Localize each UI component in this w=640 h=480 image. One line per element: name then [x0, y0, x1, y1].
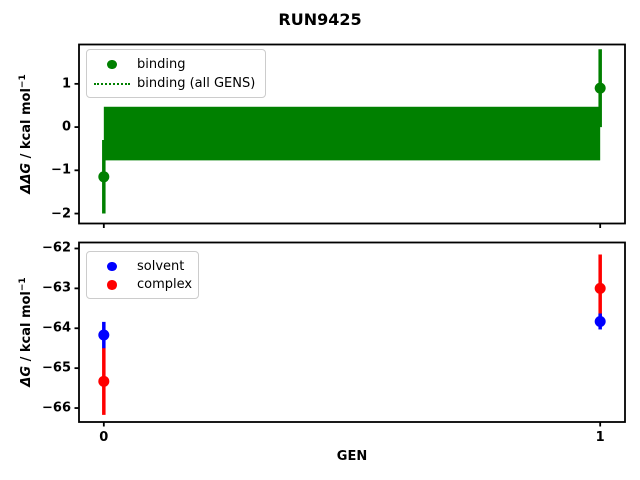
ytick-label: −2	[51, 206, 71, 222]
legend-item-complex: complex	[93, 276, 193, 295]
ylabel-top: ΔΔG / kcal mol−1	[18, 74, 34, 193]
ytick-label: −62	[42, 240, 71, 256]
legend-label-binding: binding	[137, 57, 186, 72]
legend-bottom: solvent complex	[86, 251, 199, 299]
ylabel-bottom-symbol: ΔG	[19, 365, 35, 387]
binding-marker-icon	[107, 59, 117, 70]
axes-frame	[78, 43, 626, 225]
ylabel-bottom-sup: −1	[17, 277, 28, 292]
legend-item-binding-all-gens: binding (all GENS)	[93, 74, 257, 93]
complex-marker-icon	[107, 280, 117, 290]
legend-top: binding binding (all GENS)	[86, 49, 266, 98]
ytick-label: −64	[42, 320, 71, 336]
ylabel-top-unit: / kcal mol	[19, 88, 35, 163]
binding-marker	[594, 82, 606, 94]
ytick-label: −66	[42, 400, 71, 416]
ytick-label: 0	[61, 119, 71, 135]
dotted-line-icon	[94, 82, 130, 85]
complex-marker	[98, 375, 110, 387]
legend-item-solvent: solvent	[93, 257, 190, 276]
axes-frame	[78, 241, 626, 423]
legend-label-solvent: solvent	[137, 258, 185, 274]
legend-label-complex: complex	[137, 277, 193, 293]
ytick-label: −1	[51, 162, 71, 178]
xtick-label: 0	[99, 430, 109, 445]
ytick-label: −65	[42, 360, 71, 376]
ylabel-top-sup: −1	[17, 74, 28, 89]
legend-item-binding: binding	[93, 55, 257, 74]
figure-title: RUN9425	[278, 10, 362, 29]
complex-marker	[594, 282, 606, 294]
confidence-band	[103, 106, 601, 161]
ylabel-bottom: ΔG / kcal mol−1	[18, 277, 34, 386]
xlabel: GEN	[336, 449, 368, 464]
ylabel-bottom-unit: / kcal mol	[19, 291, 35, 366]
ylabel-top-symbol: ΔΔG	[19, 162, 35, 194]
solvent-marker	[594, 315, 606, 327]
ytick-label: −63	[42, 280, 71, 296]
ytick-label: 1	[61, 76, 71, 92]
solvent-marker-icon	[107, 261, 117, 271]
binding-marker	[98, 171, 110, 183]
legend-label-binding-all-gens: binding (all GENS)	[137, 76, 256, 91]
xtick-label: 1	[595, 430, 605, 445]
solvent-marker	[98, 329, 110, 341]
